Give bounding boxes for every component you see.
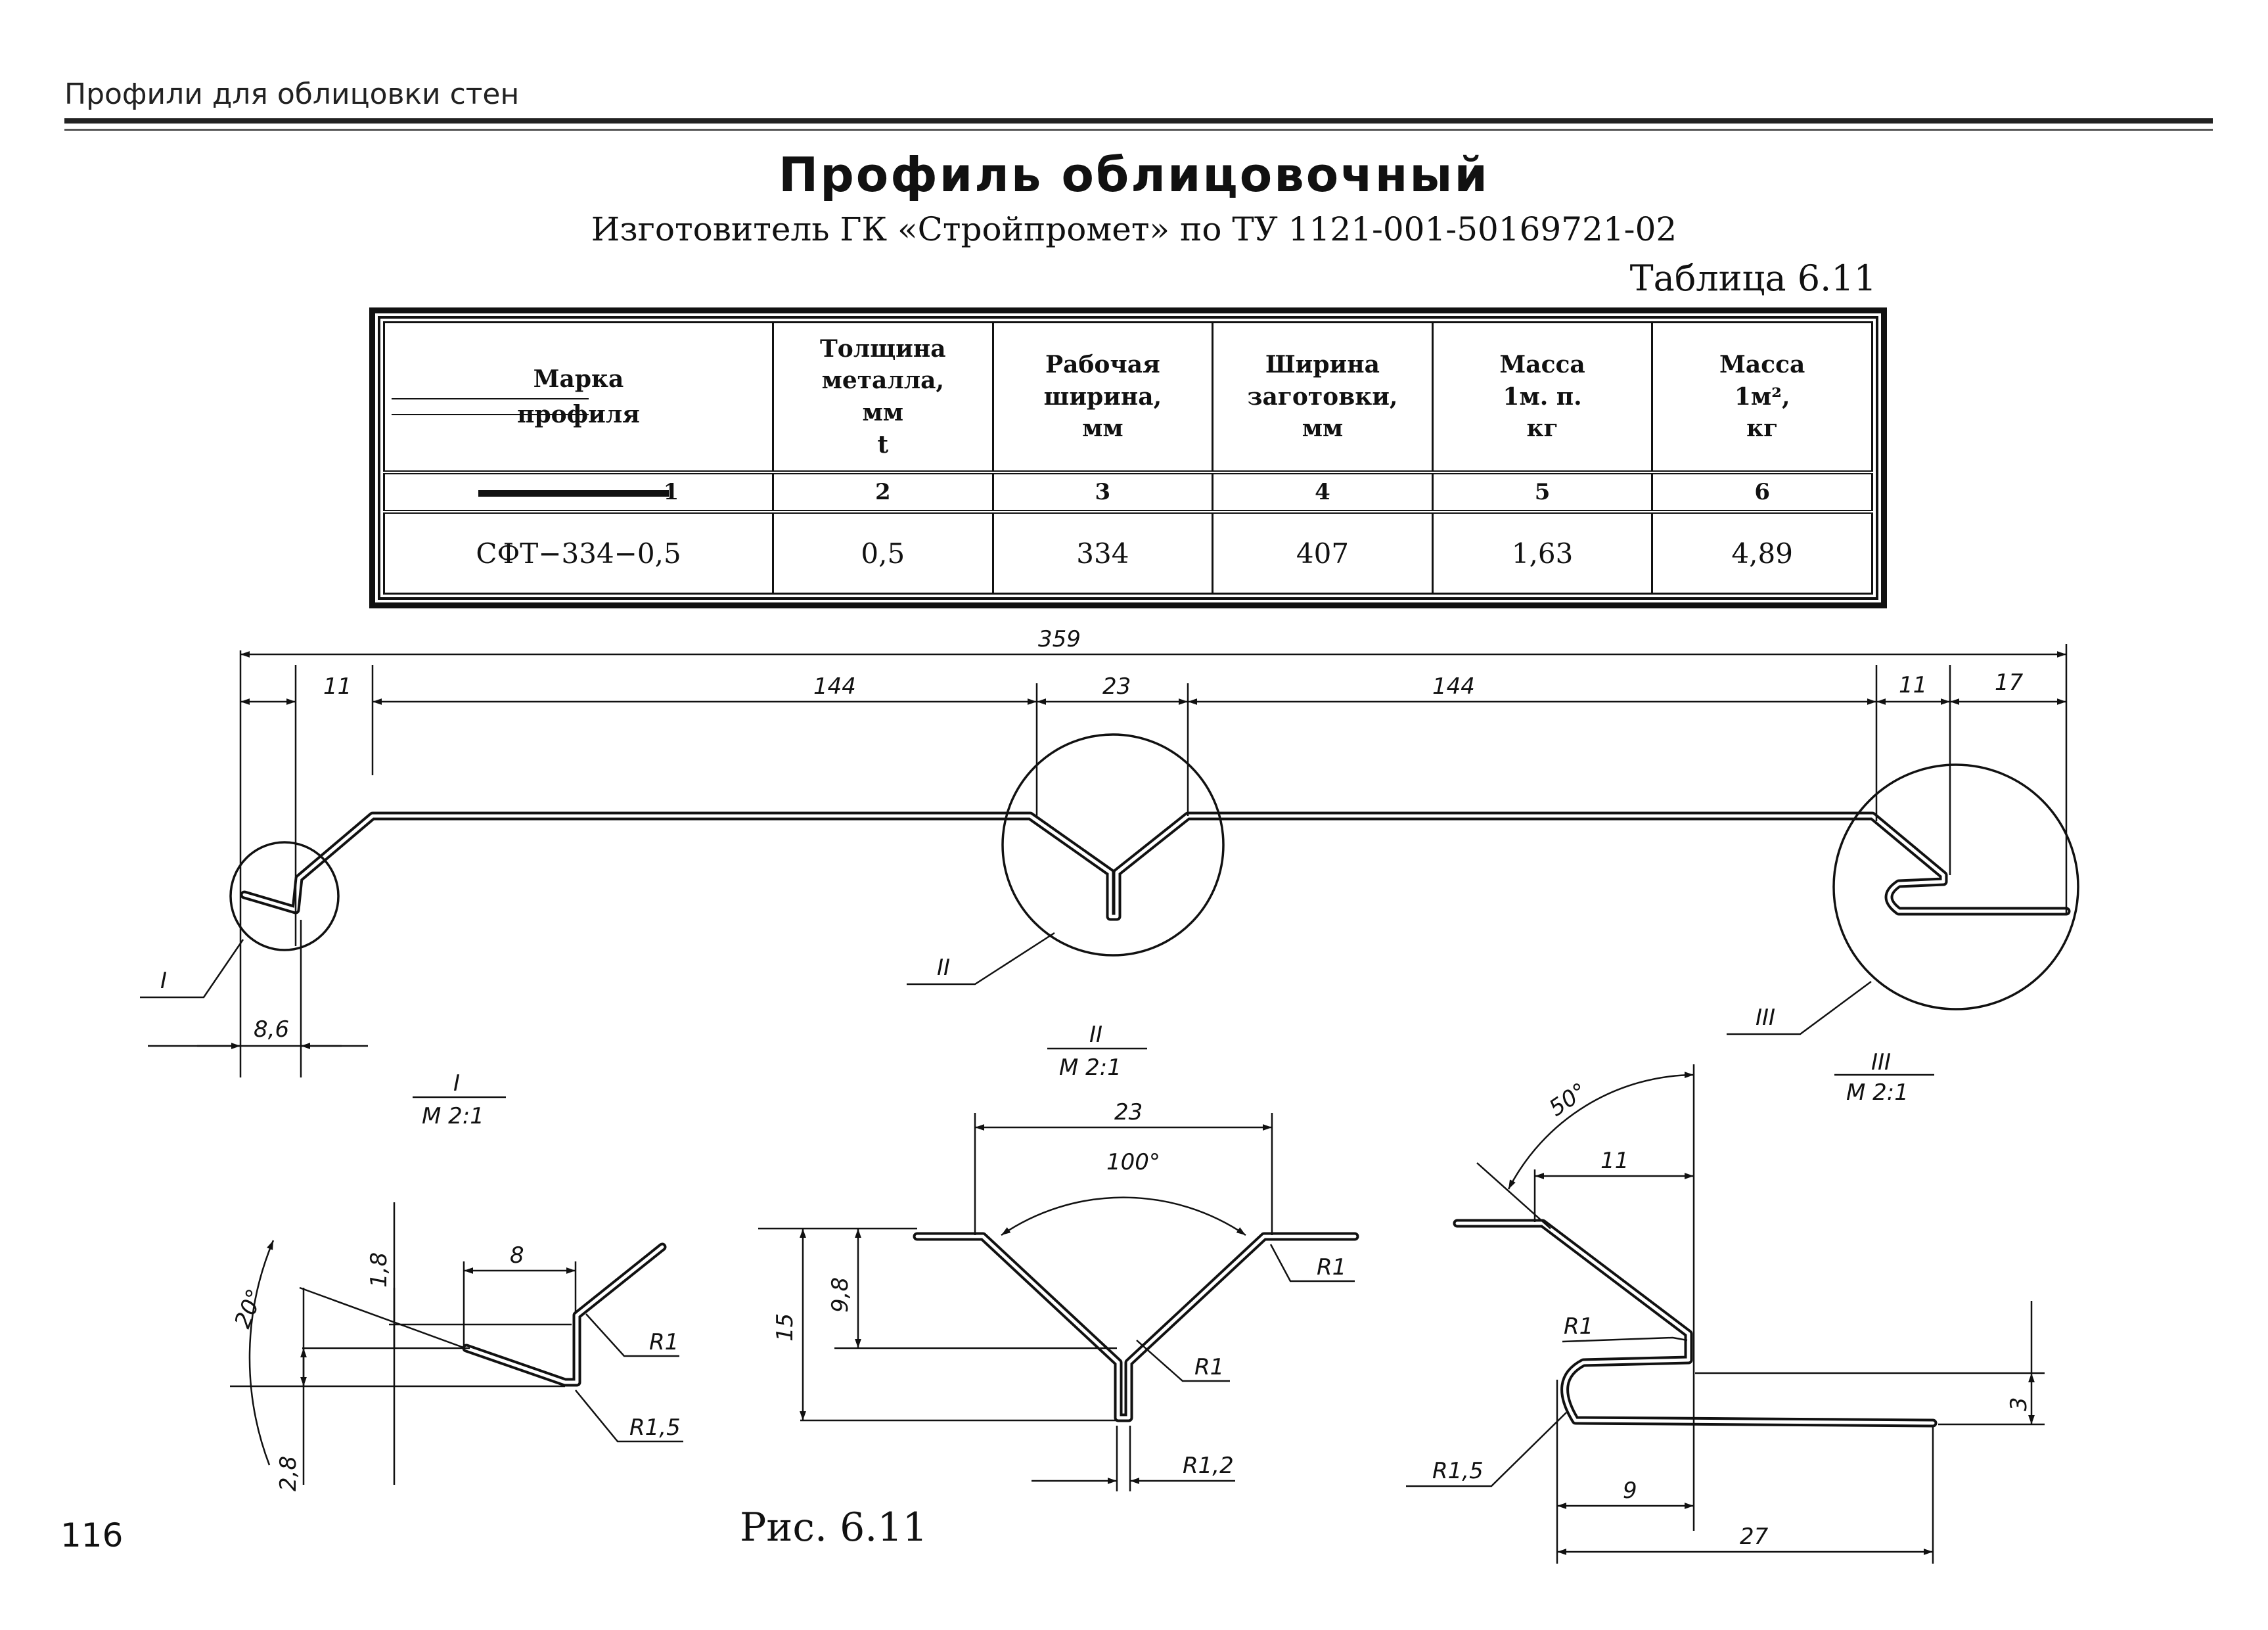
table-header-cell: Ширина заготовки, мм bbox=[1212, 321, 1434, 474]
extension-lines bbox=[239, 644, 2068, 1077]
number-bar bbox=[478, 490, 669, 497]
table-cell: 6 bbox=[1651, 470, 1873, 514]
table-header-cell: Марка профиля bbox=[383, 321, 774, 474]
callout-label-iii: III bbox=[1756, 1005, 1775, 1031]
column-number: 6 bbox=[1754, 479, 1771, 505]
table-cell: 1,63 bbox=[1431, 510, 1654, 595]
view-label-iii-scale: М 2:1 bbox=[1846, 1079, 1909, 1106]
table-header-cell: Масса 1м², кг bbox=[1651, 321, 1873, 474]
header-rule-thin bbox=[64, 129, 2213, 131]
table-cell: 3 bbox=[991, 470, 1214, 514]
table-cell: 0,5 bbox=[771, 510, 994, 595]
column-header: Масса 1м. п. кг bbox=[1499, 351, 1585, 443]
detail-i: 8 1,8 2,8 20° R1 R1,5 bbox=[229, 1202, 683, 1491]
page-title: Профиль облицовочный bbox=[779, 147, 1489, 202]
detail-i-dim-d3: 2,8 bbox=[275, 1456, 302, 1491]
detail-i-dim-d2: 8 bbox=[510, 1242, 524, 1269]
detail-iii-r1: R1 bbox=[1564, 1313, 1593, 1340]
detail-ii-width: 23 bbox=[1114, 1099, 1143, 1125]
view-label-ii: II М 2:1 bbox=[1047, 1022, 1147, 1081]
table-cell: 5 bbox=[1431, 470, 1654, 514]
view-label-iii: III М 2:1 bbox=[1834, 1049, 1934, 1106]
detail-ii-r1: R1 bbox=[1317, 1254, 1346, 1280]
detail-ii-angle: 100° bbox=[1106, 1149, 1160, 1175]
callout-circle-iii bbox=[1832, 763, 2079, 1010]
detail-i-dim-d1: 1,8 bbox=[366, 1252, 392, 1288]
leader-iii bbox=[1727, 980, 1872, 1035]
running-head: Профили для облицовки стен bbox=[64, 78, 520, 111]
detail-ii-h2: 9,8 bbox=[827, 1277, 853, 1313]
spec-table: Марка профиля Толщина металла, мм t Рабо… bbox=[369, 307, 1887, 608]
detail-i-r2: R1,5 bbox=[629, 1415, 681, 1441]
table-cell: СФТ−334−0,5 bbox=[383, 510, 774, 595]
table-label: Таблица 6.11 bbox=[1629, 258, 1876, 299]
table-cell: 4 bbox=[1212, 470, 1434, 514]
table-header-cell: Толщина металла, мм t bbox=[771, 321, 994, 474]
dim-e-label: 11 bbox=[1899, 672, 1927, 698]
detail-ii: 23 100° 15 9,8 R1 R1 R1,2 bbox=[758, 1099, 1359, 1491]
table-header-cell: Масса 1м. п. кг bbox=[1431, 321, 1654, 474]
dim-f-label: 17 bbox=[1995, 669, 2024, 696]
table-header-row: Марка профиля Толщина металла, мм t Рабо… bbox=[383, 321, 1873, 474]
detail-i-angle: 20° bbox=[229, 1286, 269, 1332]
detail-ii-r2: R1 bbox=[1194, 1354, 1224, 1380]
dim-d-label: 144 bbox=[1432, 673, 1475, 700]
figure-caption: Рис. 6.11 bbox=[740, 1505, 928, 1551]
table-header-cell: Рабочая ширина, мм bbox=[991, 321, 1214, 474]
page-subtitle: Изготовитель ГК «Стройпромет» по ТУ 1121… bbox=[591, 210, 1677, 248]
dim-total-label: 359 bbox=[1038, 626, 1081, 652]
leader-i bbox=[140, 939, 244, 999]
dim-g-label: 8,6 bbox=[254, 1016, 289, 1043]
table-cell: 4,89 bbox=[1651, 510, 1873, 595]
dim-b-label: 144 bbox=[813, 673, 856, 700]
column-number: 2 bbox=[874, 479, 891, 505]
table-cell: 334 bbox=[991, 510, 1214, 595]
view-label-i-scale: М 2:1 bbox=[422, 1103, 484, 1129]
column-number: 4 bbox=[1315, 479, 1330, 505]
detail-iii-d4: 27 bbox=[1740, 1524, 1769, 1550]
detail-iii-d1: 11 bbox=[1600, 1148, 1629, 1174]
detail-i-r1: R1 bbox=[649, 1329, 679, 1355]
header-rule bbox=[64, 118, 2213, 124]
detail-iii-angle: 50° bbox=[1545, 1078, 1592, 1122]
dim-c-label: 23 bbox=[1102, 673, 1131, 700]
callout-circle-i bbox=[229, 841, 340, 951]
table-row: СФТ−334−0,5 0,5 334 407 1,63 4,89 bbox=[383, 510, 1873, 595]
header-underline bbox=[392, 414, 589, 415]
header-underline bbox=[392, 398, 589, 399]
view-label-iii-numeral: III bbox=[1871, 1049, 1891, 1075]
table-cell: 2 bbox=[771, 470, 994, 514]
view-label-i: I М 2:1 bbox=[413, 1070, 506, 1129]
detail-iii-d3: 9 bbox=[1623, 1478, 1637, 1504]
column-header: Толщина металла, мм t bbox=[820, 334, 946, 459]
spec-table-grid: Марка профиля Толщина металла, мм t Рабо… bbox=[383, 321, 1873, 595]
detail-iii-d2: 3 bbox=[2006, 1397, 2032, 1411]
column-header: Масса 1м², кг bbox=[1719, 351, 1805, 443]
column-header: Ширина заготовки, мм bbox=[1247, 351, 1398, 443]
column-header: Рабочая ширина, мм bbox=[1043, 351, 1162, 443]
view-label-ii-numeral: II bbox=[1089, 1022, 1102, 1048]
main-profile bbox=[240, 811, 2071, 921]
dim-a-label: 11 bbox=[323, 673, 352, 700]
table-number-row: 1 2 3 4 5 6 bbox=[383, 470, 1873, 514]
page-number: 116 bbox=[60, 1516, 124, 1554]
callout-label-ii: II bbox=[937, 955, 950, 981]
detail-iii-r2: R1,5 bbox=[1432, 1458, 1484, 1484]
table-cell: 1 bbox=[383, 470, 774, 514]
view-label-ii-scale: М 2:1 bbox=[1059, 1054, 1122, 1081]
detail-ii-r3: R1,2 bbox=[1183, 1453, 1234, 1479]
callout-circle-ii bbox=[1001, 733, 1225, 957]
detail-iii: 11 50° 3 9 27 R1 R1,5 bbox=[1406, 1064, 2045, 1564]
column-number: 5 bbox=[1534, 479, 1551, 505]
table-cell: 407 bbox=[1212, 510, 1434, 595]
column-number: 3 bbox=[1095, 479, 1111, 505]
leader-ii bbox=[907, 932, 1055, 985]
detail-ii-h1: 15 bbox=[772, 1313, 798, 1342]
callout-label-i: I bbox=[160, 968, 167, 994]
column-number: 1 bbox=[663, 479, 679, 505]
view-label-i-numeral: I bbox=[453, 1070, 460, 1097]
